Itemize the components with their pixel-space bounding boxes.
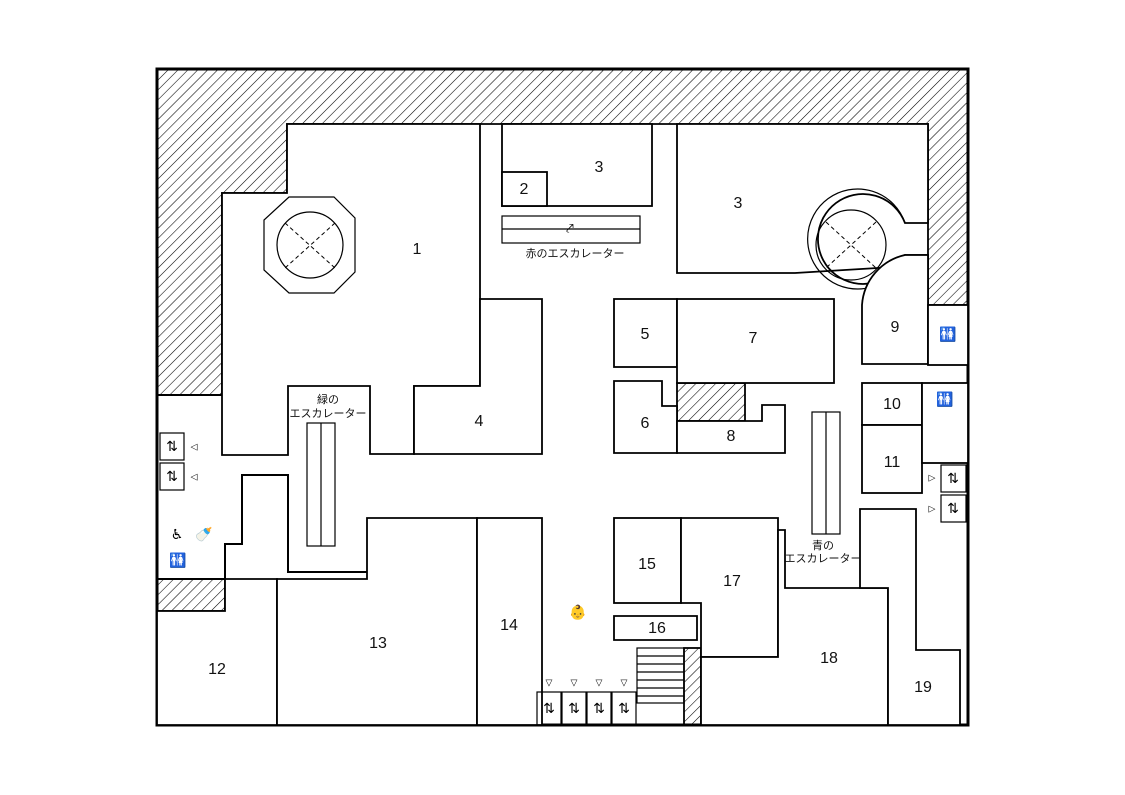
left-corridor-wall bbox=[157, 394, 367, 580]
room-5[interactable] bbox=[613, 298, 678, 368]
room-number: 15 bbox=[638, 556, 656, 573]
elevator-icon: ⇅ bbox=[947, 501, 959, 517]
elevator-icon: ⇅ bbox=[618, 701, 630, 717]
elevator-left-2[interactable] bbox=[159, 462, 185, 491]
red-escalator-label: 赤のエスカレーター bbox=[526, 247, 625, 260]
elevator-arrow: ▽ bbox=[546, 679, 553, 689]
room-6[interactable] bbox=[613, 380, 678, 454]
elevator-icon: ⇅ bbox=[947, 471, 959, 487]
stairs bbox=[636, 647, 685, 704]
elevator-arrow: ▽ bbox=[621, 679, 628, 689]
room-19[interactable] bbox=[859, 508, 961, 726]
restroom-icon: 🚻 bbox=[939, 326, 956, 343]
restroom-icon: 🚻 bbox=[169, 552, 186, 569]
atrium-void-left bbox=[276, 211, 344, 279]
room-number: 11 bbox=[884, 454, 901, 471]
room-8[interactable] bbox=[676, 404, 786, 454]
room-number: 18 bbox=[820, 650, 838, 667]
room-number: 10 bbox=[883, 396, 901, 413]
elevator-arrow: ▽ bbox=[596, 679, 603, 689]
nursing-room-icon: 🍼 bbox=[195, 526, 213, 543]
hatched-stair-wall bbox=[683, 647, 702, 726]
room-number: 17 bbox=[723, 573, 741, 590]
atrium-void-cross-a bbox=[284, 222, 336, 269]
wheelchair-icon: ♿ bbox=[171, 527, 184, 543]
restroom-right-mid bbox=[921, 382, 969, 464]
room-number: 16 bbox=[648, 620, 666, 637]
atrium-void-right-cross-b bbox=[825, 221, 877, 269]
baby-care-icon: 👶 bbox=[569, 604, 586, 621]
room-number: 5 bbox=[641, 326, 650, 343]
room-number: 3 bbox=[595, 159, 604, 176]
elevator-right-2[interactable] bbox=[940, 494, 967, 523]
escalator-icon: ⤤ bbox=[566, 221, 574, 237]
room-number: 14 bbox=[500, 617, 518, 634]
room-number: 3 bbox=[734, 195, 743, 212]
room-10[interactable] bbox=[861, 382, 923, 426]
room-number: 2 bbox=[520, 181, 529, 198]
elevator-icon: ⇅ bbox=[543, 701, 555, 717]
green-escalator-label: エスカレーター bbox=[290, 407, 367, 420]
room-number: 6 bbox=[641, 415, 650, 432]
room-2[interactable] bbox=[501, 171, 548, 207]
atrium-void-cross-b bbox=[284, 222, 336, 269]
room-15[interactable] bbox=[613, 517, 682, 604]
room-number: 7 bbox=[749, 330, 758, 347]
hatched-block-center bbox=[676, 382, 746, 422]
atrium-void-right bbox=[815, 209, 887, 281]
elevator-icon: ⇅ bbox=[568, 701, 580, 717]
room-7[interactable] bbox=[676, 298, 835, 384]
elevator-right-1[interactable] bbox=[940, 464, 967, 493]
atrium-void-right-cross-a bbox=[825, 221, 877, 269]
hatched-wall-left-lower bbox=[156, 578, 226, 612]
elevator-arrow: ▷ bbox=[929, 474, 936, 484]
elevator-icon: ⇅ bbox=[166, 469, 178, 485]
elevator-arrow: ▽ bbox=[571, 679, 578, 689]
room-number: 1 bbox=[413, 241, 422, 258]
room-14[interactable] bbox=[476, 517, 543, 726]
blue-escalator-label: エスカレーター bbox=[785, 552, 862, 565]
elevator-icon: ⇅ bbox=[593, 701, 605, 717]
elevator-arrow: ◁ bbox=[191, 443, 198, 453]
elevator-arrow: ◁ bbox=[191, 473, 198, 483]
room-number: 8 bbox=[727, 428, 736, 445]
elevator-icon: ⇅ bbox=[166, 439, 178, 455]
family-restroom-icon: 🚻 bbox=[936, 391, 953, 408]
blue-escalator-label: 青の bbox=[812, 539, 834, 552]
room-9[interactable] bbox=[861, 254, 929, 365]
room-number: 4 bbox=[475, 413, 484, 430]
room-11[interactable] bbox=[861, 424, 923, 494]
room-number: 12 bbox=[208, 661, 226, 678]
room-number: 13 bbox=[369, 635, 387, 652]
room-number: 9 bbox=[891, 319, 900, 336]
elevator-left-1[interactable] bbox=[159, 432, 185, 461]
restroom-right-top bbox=[927, 304, 969, 366]
elevator-arrow: ▷ bbox=[929, 505, 936, 515]
atrium-octagon bbox=[263, 196, 356, 294]
room-16[interactable] bbox=[613, 615, 698, 641]
green-escalator-label: 緑の bbox=[317, 392, 339, 406]
elevator-bank-bottom[interactable] bbox=[536, 691, 637, 726]
room-number: 19 bbox=[914, 679, 932, 696]
room-4[interactable] bbox=[413, 298, 543, 455]
room-13[interactable] bbox=[276, 517, 478, 726]
